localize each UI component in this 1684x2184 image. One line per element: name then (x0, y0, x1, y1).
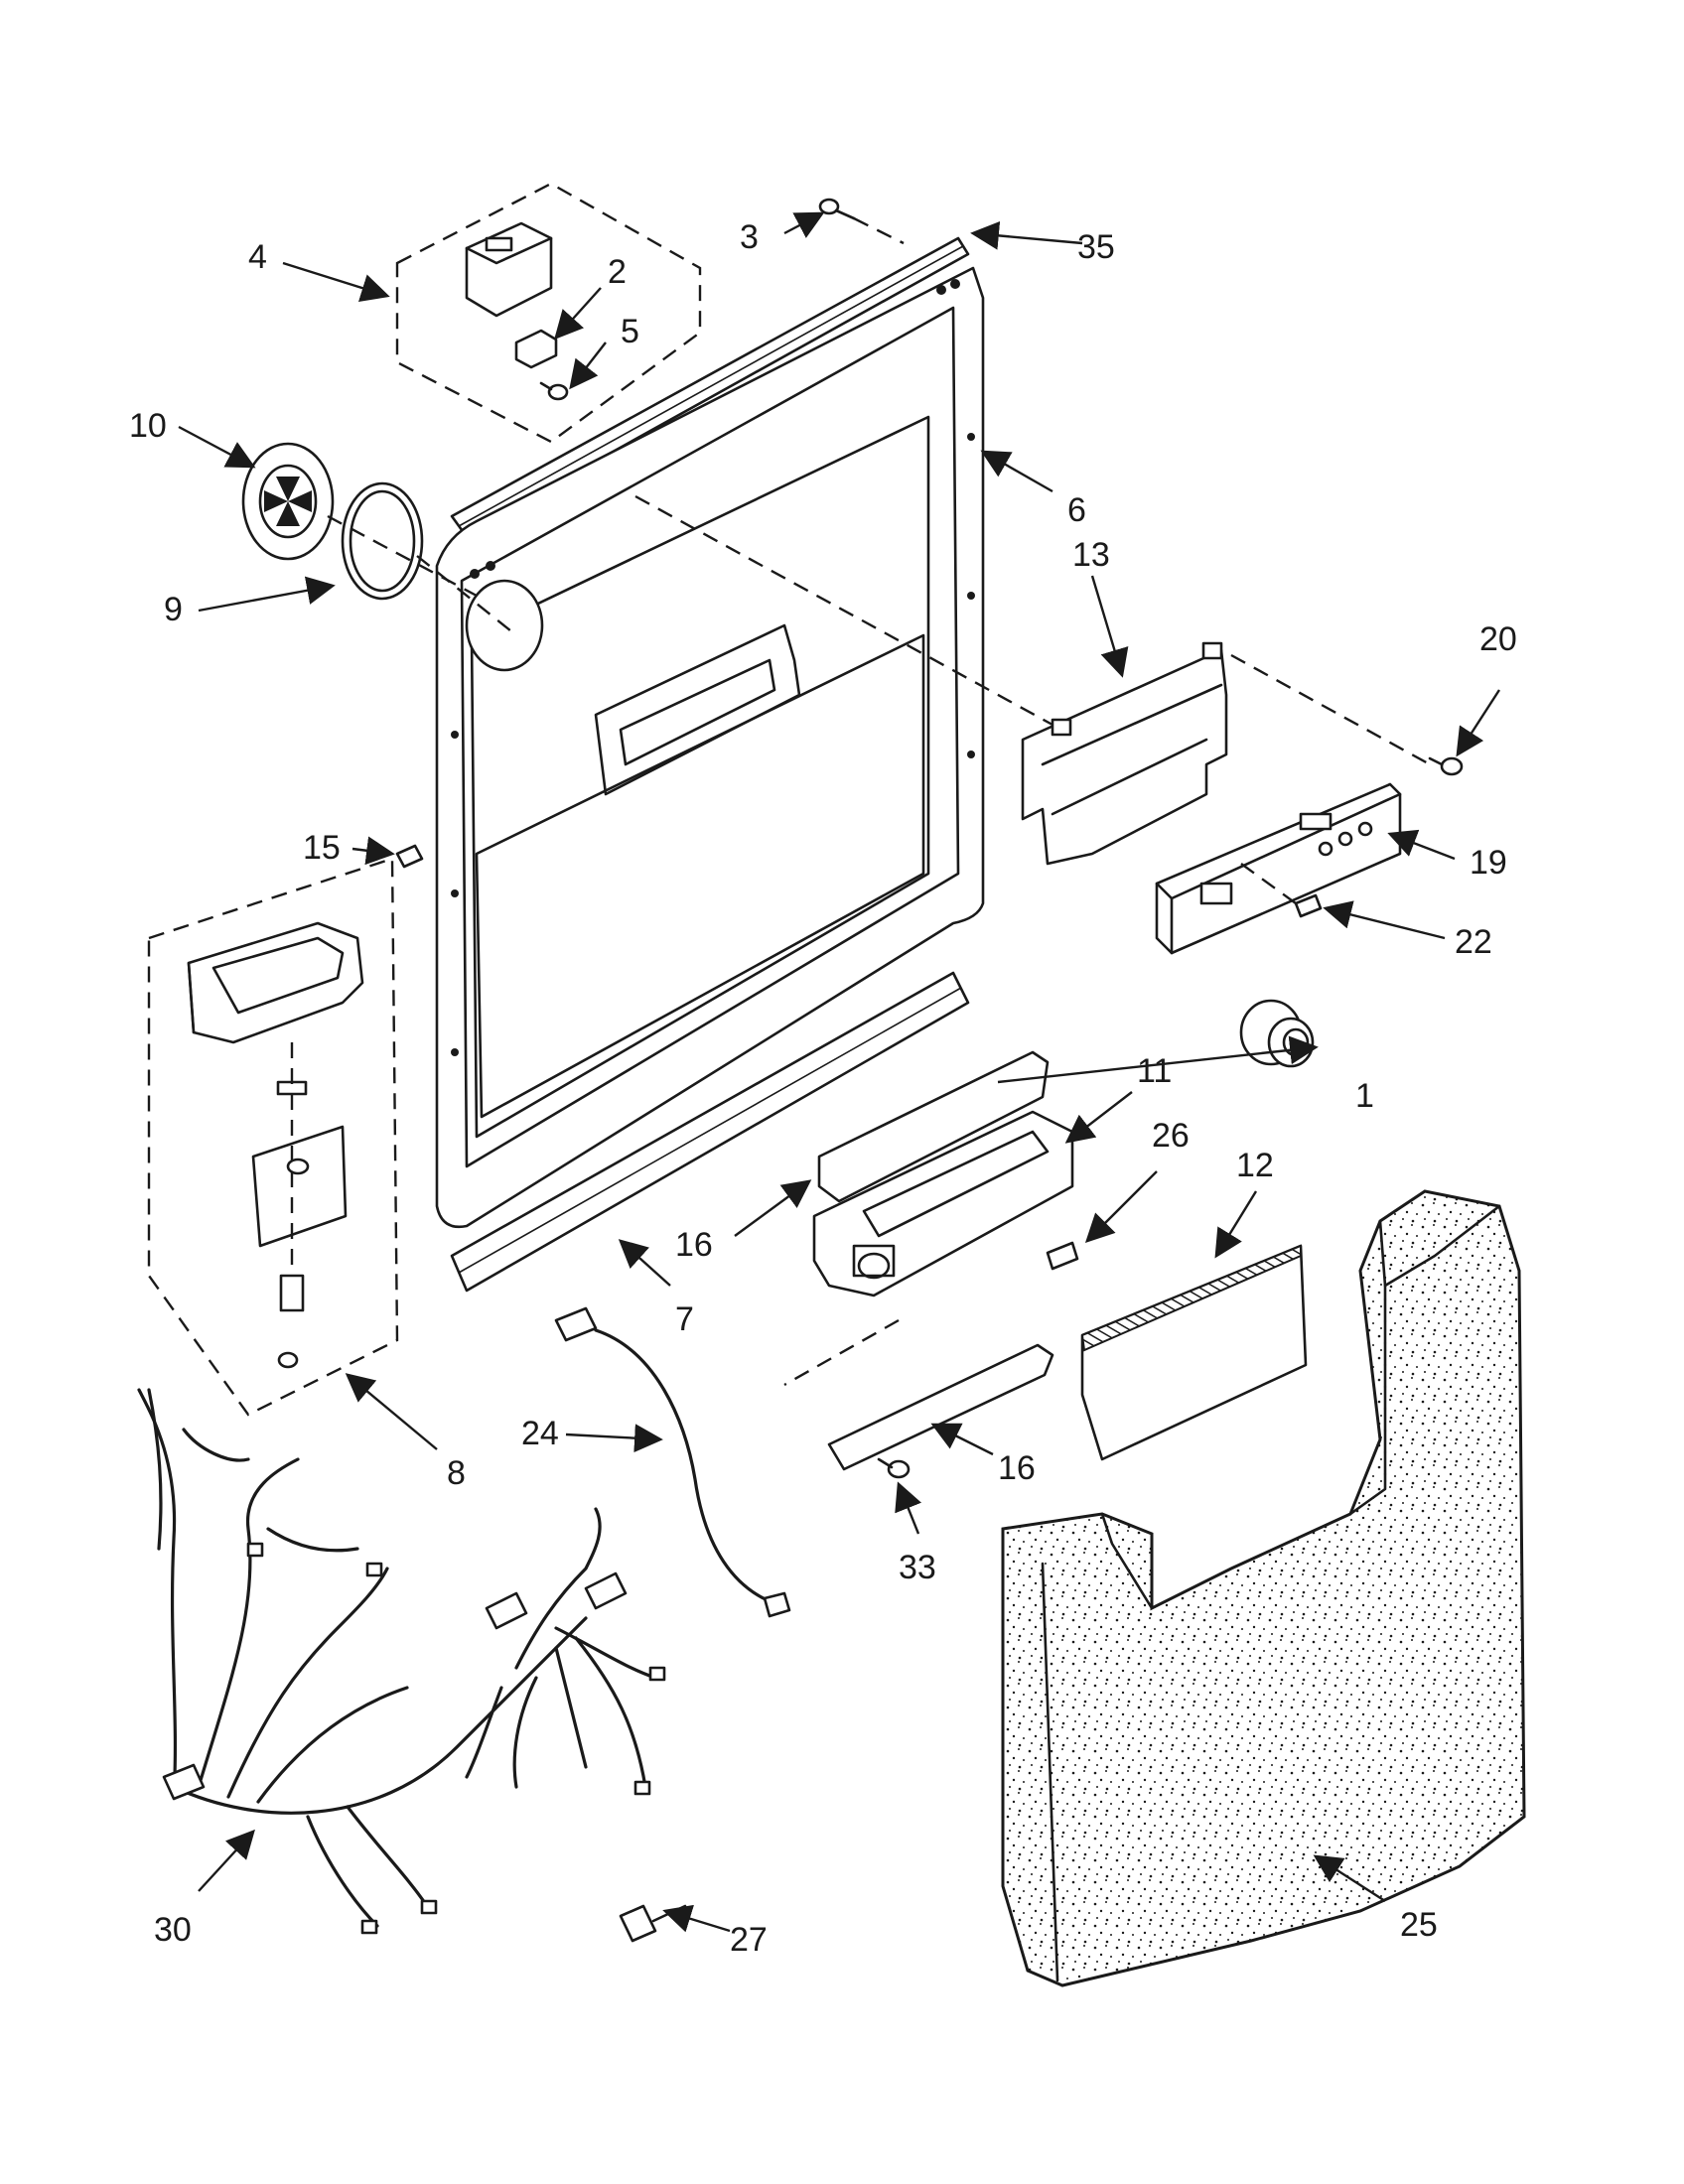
arrow-25 (1313, 1854, 1386, 1903)
part-25-insulation-blanket (1001, 1189, 1526, 1987)
callout-9: 9 (164, 591, 183, 628)
callout-3: 3 (740, 218, 759, 256)
part-24-wire-lead (554, 1306, 791, 1618)
part-16-lower-bracket (783, 1318, 1054, 1471)
part-19-control-panel (1155, 782, 1402, 955)
part-27-connector (619, 1904, 687, 1943)
part-5-screw (539, 381, 569, 401)
arrow-22 (1323, 900, 1446, 940)
callout-25: 25 (1400, 1906, 1438, 1944)
callout-12: 12 (1236, 1147, 1274, 1184)
callout-8: 8 (447, 1454, 466, 1492)
callout-19: 19 (1470, 844, 1507, 882)
arrow-33 (895, 1481, 921, 1535)
part-2-latch-switch (514, 329, 558, 369)
part-10-vent-cap (241, 442, 335, 561)
callout-labels: 1 2 3 4 5 6 7 8 9 10 11 12 13 15 16 16 1… (129, 218, 1517, 1959)
part-33-screw (877, 1457, 911, 1479)
callout-16-lower: 16 (998, 1449, 1036, 1487)
callout-35: 35 (1077, 228, 1115, 266)
arrow-30 (198, 1829, 255, 1892)
arrow-27 (662, 1904, 731, 1933)
arrow-13 (1090, 575, 1129, 678)
callout-30: 30 (154, 1911, 192, 1949)
part-6-inner-door-panel (435, 266, 985, 1229)
part-3-screw (818, 198, 905, 245)
callout-15: 15 (303, 829, 341, 867)
part-11-latch-housing (812, 1110, 1074, 1297)
part-4-latch-assembly (395, 182, 702, 444)
arrow-8 (345, 1373, 438, 1450)
callout-1: 1 (1355, 1077, 1374, 1115)
arrow-24 (565, 1424, 663, 1453)
arrow-16b (930, 1423, 994, 1456)
part-26-clip (1046, 1241, 1079, 1271)
callout-10: 10 (129, 407, 167, 445)
arrow-26 (1084, 1170, 1158, 1244)
callout-33: 33 (899, 1549, 936, 1586)
arrow-9 (198, 576, 336, 613)
callout-5: 5 (621, 313, 639, 350)
part-15-clip (395, 844, 424, 869)
part-35-top-trim (450, 236, 970, 536)
arrow-4 (282, 261, 390, 302)
part-22-connector (1240, 863, 1323, 918)
arrow-3 (783, 211, 825, 238)
arrow-5 (569, 341, 607, 390)
callout-20: 20 (1479, 620, 1517, 658)
part-8-dispenser-assembly (147, 857, 399, 1417)
part-30-wire-harness (137, 1388, 666, 1935)
callout-11: 11 (1137, 1052, 1172, 1090)
part-12-insulation-strip (1080, 1244, 1308, 1461)
callout-2: 2 (608, 253, 627, 291)
callout-24: 24 (521, 1415, 559, 1452)
arrow-19 (1387, 829, 1456, 861)
callout-16-upper: 16 (675, 1226, 713, 1264)
part-13-control-bracket (1021, 641, 1228, 866)
arrow-15 (351, 836, 395, 866)
arrow-11 (1064, 1091, 1133, 1144)
callout-6: 6 (1067, 491, 1086, 529)
part-16-upper-bracket (817, 1050, 1050, 1203)
arrow-10 (178, 425, 256, 469)
arrow-16a (734, 1179, 812, 1237)
callout-26: 26 (1152, 1117, 1190, 1155)
callout-arrows (178, 211, 1501, 1933)
part-7-bottom-trim (450, 971, 970, 1293)
arrow-12 (1214, 1190, 1258, 1259)
arrow-7 (618, 1239, 671, 1287)
callout-7: 7 (675, 1300, 694, 1338)
callout-4: 4 (248, 238, 267, 276)
part-1-knob (1239, 999, 1315, 1068)
arrow-1 (997, 1035, 1319, 1084)
part-20-screw (1428, 756, 1464, 776)
arrow-35 (970, 221, 1083, 250)
arrow-2 (554, 287, 602, 341)
part-9-vent-gasket (341, 481, 424, 601)
arrow-6 (980, 450, 1053, 493)
callout-27: 27 (730, 1921, 768, 1959)
callout-22: 22 (1455, 923, 1492, 961)
callout-13: 13 (1072, 536, 1110, 574)
arrow-20 (1456, 689, 1501, 757)
